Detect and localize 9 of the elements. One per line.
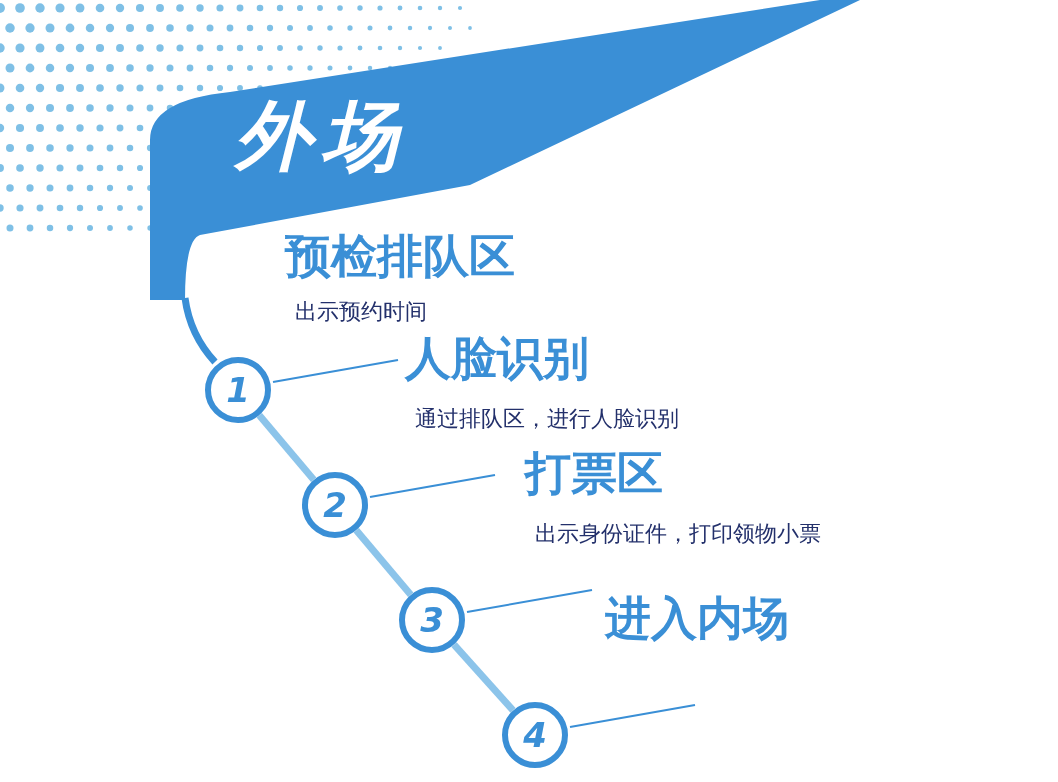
step-heading: 打票区 [525, 445, 663, 502]
step-description: 出示身份证件，打印领物小票 [535, 520, 821, 548]
step-heading: 进入内场 [605, 590, 789, 647]
step-description: 出示预约时间 [295, 298, 427, 326]
connector-line [451, 642, 516, 713]
step-description: 通过排队区，进行人脸识别 [415, 405, 679, 433]
step-heading: 人脸识别 [405, 330, 589, 387]
step-heading: 预检排队区 [285, 228, 515, 285]
title: 外场 [235, 98, 410, 174]
